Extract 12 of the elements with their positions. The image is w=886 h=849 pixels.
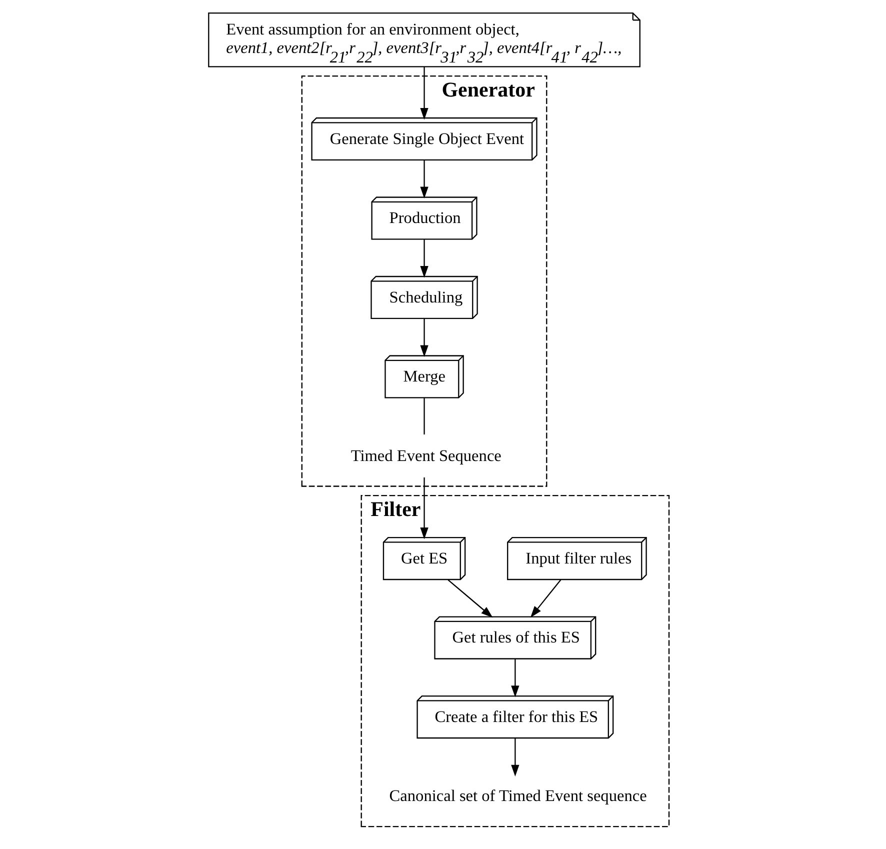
arrow (420, 240, 428, 278)
arrow (447, 579, 492, 618)
node-text: Canonical set of Timed Event sequence (388, 786, 646, 806)
arrow (530, 580, 561, 618)
arrow (510, 659, 519, 698)
node-text: Timed Event Sequence (350, 446, 501, 465)
connector (423, 398, 424, 434)
arrow (420, 318, 428, 357)
arrow (420, 160, 428, 198)
arrow (510, 738, 519, 777)
arrow (420, 477, 428, 540)
arrow (420, 66, 428, 120)
